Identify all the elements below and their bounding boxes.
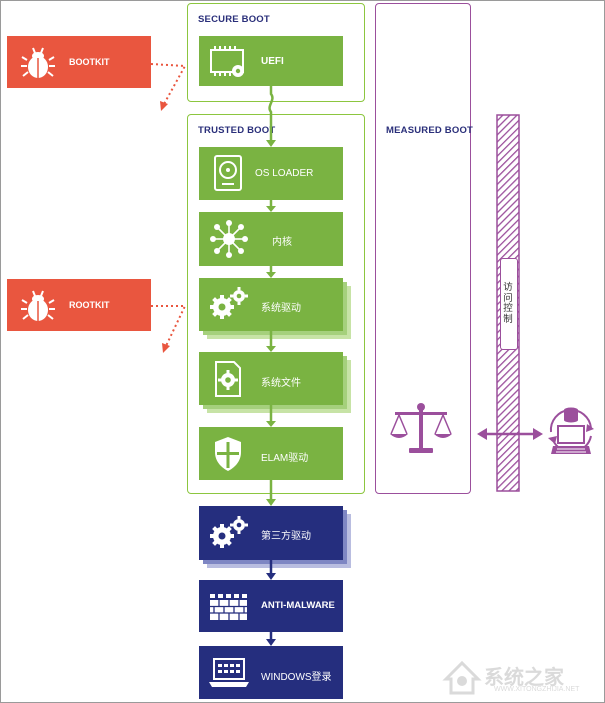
system-driver-label: 系统驱动 bbox=[261, 303, 301, 314]
elam-driver-box: ELAM驱动 bbox=[199, 427, 343, 480]
server-icon bbox=[548, 407, 594, 454]
access-control-label-box bbox=[500, 258, 518, 350]
uefi-box: UEFI bbox=[199, 36, 343, 86]
file-gear-icon bbox=[215, 361, 241, 397]
rootkit-box: ROOTKIT bbox=[7, 279, 151, 331]
measured-boot-title: MEASURED BOOT bbox=[386, 125, 474, 136]
watermark-text: 系统之家 bbox=[484, 667, 564, 689]
rootkit-label: ROOTKIT bbox=[69, 300, 110, 310]
laptop-icon bbox=[209, 658, 249, 687]
watermark-logo: 系统之家 WWW.XITONGZHIJIA.NET bbox=[442, 657, 602, 701]
uefi-label: UEFI bbox=[261, 56, 284, 67]
kernel-label: 内核 bbox=[272, 237, 292, 248]
secure-boot-title: SECURE BOOT bbox=[198, 14, 270, 25]
gears-icon bbox=[210, 287, 248, 319]
bootkit-label: BOOTKIT bbox=[69, 57, 110, 67]
scales-icon bbox=[390, 403, 452, 453]
access-control-label: 访问控制 bbox=[503, 282, 513, 325]
anti-malware-box: ANTI-MALWARE bbox=[199, 580, 343, 632]
network-hub-icon bbox=[210, 220, 248, 258]
anti-malware-label: ANTI-MALWARE bbox=[261, 600, 335, 611]
os-loader-box: OS LOADER bbox=[199, 147, 343, 200]
elam-driver-label: ELAM驱动 bbox=[261, 453, 309, 464]
bug-icon bbox=[21, 290, 55, 321]
watermark-url: WWW.XITONGZHIJIA.NET bbox=[494, 686, 580, 693]
measured-boot-section bbox=[375, 3, 471, 494]
system-files-label: 系统文件 bbox=[261, 378, 301, 389]
system-driver-box: 系统驱动 bbox=[199, 278, 343, 331]
os-loader-label: OS LOADER bbox=[255, 168, 314, 179]
secure-boot-section bbox=[187, 3, 365, 102]
hard-disk-icon bbox=[214, 155, 242, 191]
windows-login-box: WINDOWS登录 bbox=[199, 646, 343, 699]
house-icon bbox=[442, 660, 482, 695]
bootkit-box: BOOTKIT bbox=[7, 36, 151, 88]
trusted-boot-section bbox=[187, 114, 365, 494]
shield-icon bbox=[215, 437, 241, 471]
windows-login-label: WINDOWS登录 bbox=[261, 672, 332, 683]
bug-icon bbox=[21, 47, 55, 78]
third-party-driver-box: 第三方驱动 bbox=[199, 506, 343, 560]
chip-icon bbox=[210, 46, 244, 77]
system-files-box: 系统文件 bbox=[199, 352, 343, 405]
firewall-icon bbox=[210, 594, 247, 620]
third-party-driver-label: 第三方驱动 bbox=[261, 531, 311, 542]
trusted-boot-title: TRUSTED BOOT bbox=[198, 125, 276, 136]
kernel-box: 内核 bbox=[199, 212, 343, 266]
gears-icon bbox=[210, 516, 248, 548]
